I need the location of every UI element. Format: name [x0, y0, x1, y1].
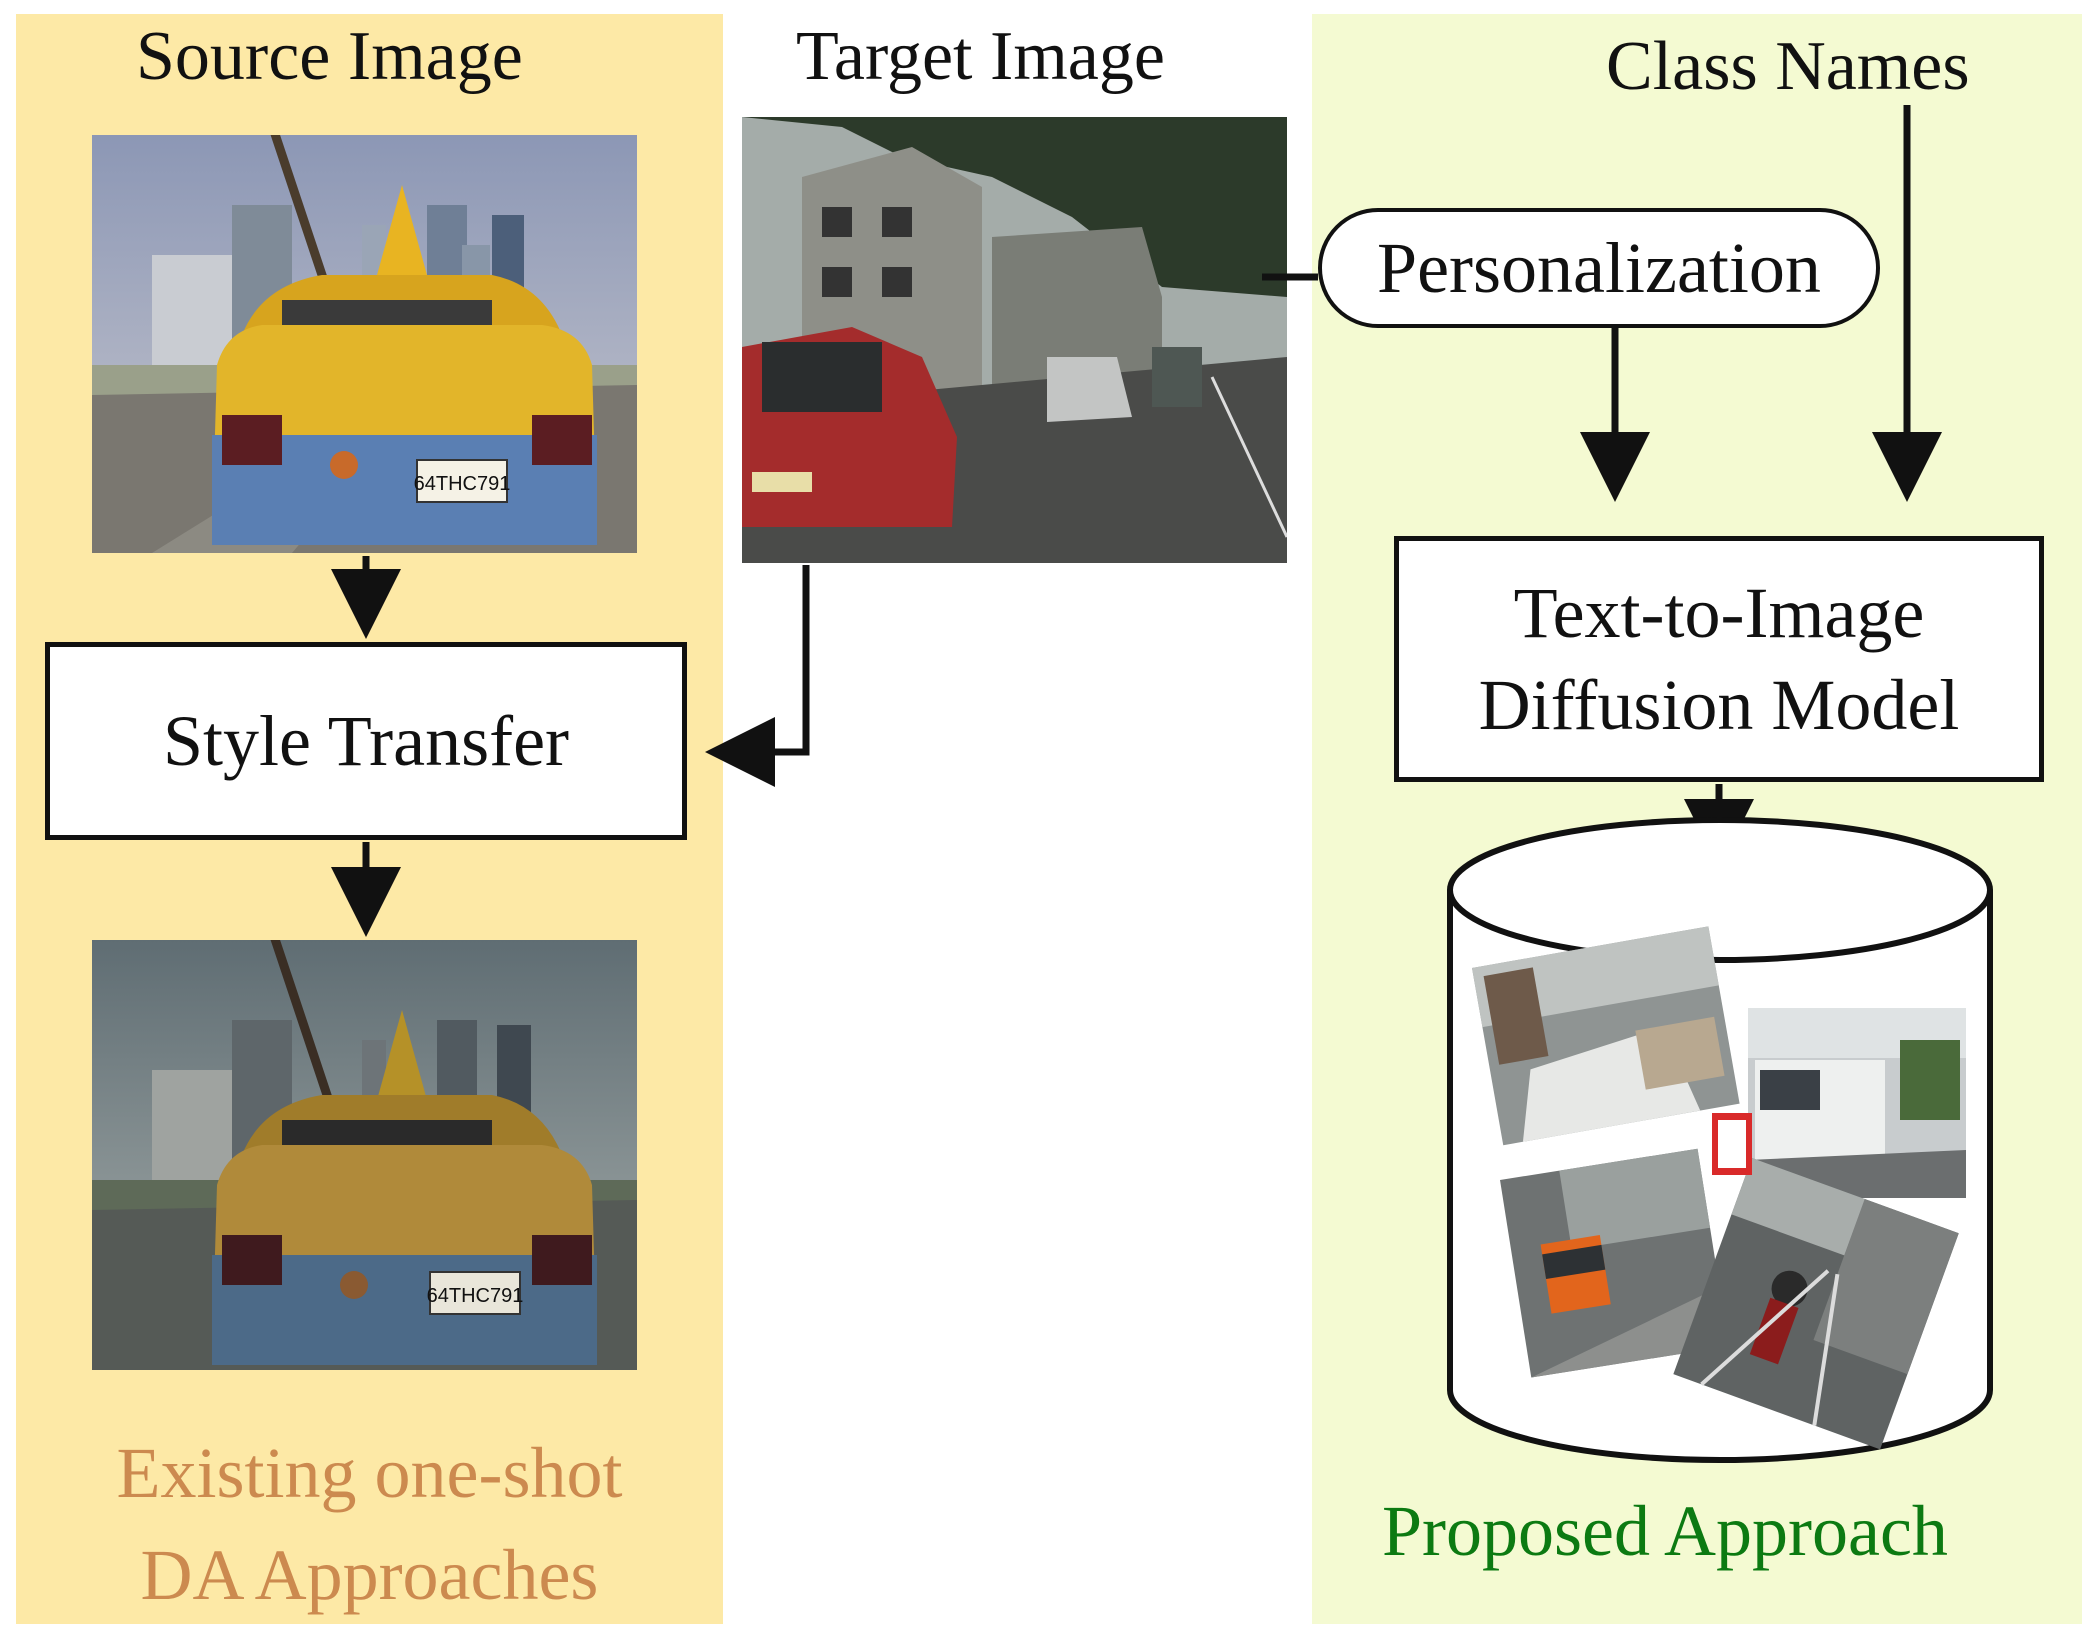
stylized-image-graphic: 64THC791 — [92, 940, 637, 1370]
generated-image-orange-bus — [1500, 1148, 1729, 1378]
generated-image-bus — [1748, 1008, 1966, 1198]
style-transfer-label: Style Transfer — [162, 700, 570, 781]
target-image-graphic — [742, 117, 1287, 563]
stylized-plate-text: 64THC791 — [427, 1285, 524, 1307]
existing-approaches-caption: Existing one-shot DA Approaches — [16, 1422, 723, 1626]
personalization-pill: Personalization — [1318, 208, 1880, 328]
proposed-approach-caption: Proposed Approach — [1382, 1491, 1948, 1571]
personalization-label: Personalization — [1377, 227, 1821, 308]
style-transfer-box: Style Transfer — [45, 642, 687, 840]
target-image — [742, 117, 1287, 563]
generated-image-motorcycle — [1673, 1158, 1959, 1450]
stylized-image: 64THC791 — [92, 940, 637, 1370]
source-image-label: Source Image — [136, 18, 523, 95]
class-names-label: Class Names — [1606, 28, 1970, 105]
existing-caption-line2: DA Approaches — [140, 1535, 599, 1616]
t2i-label-line2: Diffusion Model — [1478, 665, 1960, 745]
text-to-image-diffusion-box: Text-to-Image Diffusion Model — [1394, 536, 2044, 782]
generated-image-cars — [1472, 926, 1740, 1146]
t2i-label-line1: Text-to-Image — [1513, 572, 1925, 653]
source-image-graphic: 64THC791 — [92, 135, 637, 553]
arrow-target-to-style-transfer — [705, 565, 810, 787]
generated-image-sign — [1712, 1113, 1752, 1175]
source-plate-text: 64THC791 — [414, 473, 511, 495]
source-image: 64THC791 — [92, 135, 637, 553]
existing-caption-line1: Existing one-shot — [116, 1433, 623, 1513]
target-image-label: Target Image — [796, 18, 1165, 95]
